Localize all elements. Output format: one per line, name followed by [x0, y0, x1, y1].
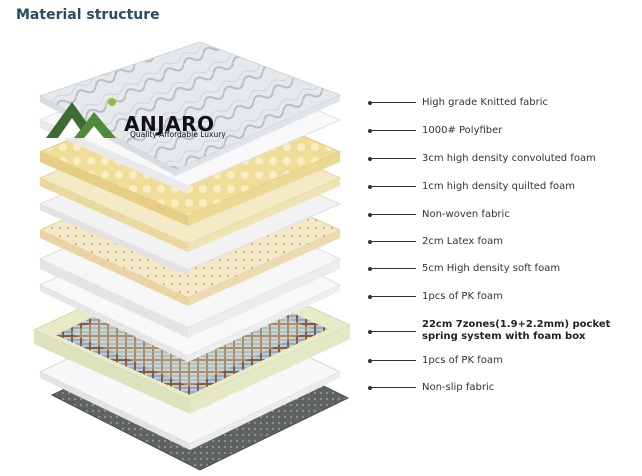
callout-dot: [368, 295, 372, 299]
layer-label: 1pcs of PK foam: [422, 355, 503, 366]
callout-dot: [368, 267, 372, 271]
layer-label: 1cm high density quilted foam: [422, 181, 575, 192]
layer-label: Non-woven fabric: [422, 209, 510, 220]
layer-label: 2cm Latex foam: [422, 236, 503, 247]
callout-pk-foam-bottom: 1pcs of PK foam: [368, 354, 638, 368]
callout-dot: [368, 240, 372, 244]
layer-label: Non-slip fabric: [422, 382, 495, 393]
layer-label: High grade Knitted fabric: [422, 97, 549, 108]
page-title: Material structure: [16, 7, 160, 23]
callout-line: [372, 130, 416, 131]
callout-line: [372, 360, 416, 361]
callout-non-woven-fabric: Non-woven fabric: [368, 208, 638, 222]
callout-knitted-fabric: High grade Knitted fabric: [368, 96, 638, 110]
mountain-logo-icon: [46, 98, 116, 138]
callout-line: [372, 241, 416, 242]
layer-label: 3cm high density convoluted foam: [422, 153, 596, 164]
brand-name: ANJARO: [124, 112, 215, 136]
callout-line: [372, 296, 416, 297]
brand-tagline: Quality Affordable Luxury: [130, 130, 226, 139]
callout-dot: [368, 359, 372, 363]
callout-pocket-spring: 22cm 7zones(1.9+2.2mm) pocket spring sys…: [368, 319, 638, 345]
callout-line: [372, 102, 416, 103]
callout-dot: [368, 185, 372, 189]
layer-label: 1pcs of PK foam: [422, 291, 503, 302]
callout-soft-foam: 5cm High density soft foam: [368, 262, 638, 276]
callout-latex-foam: 2cm Latex foam: [368, 235, 638, 249]
callout-line: [372, 268, 416, 269]
callout-quilted-foam: 1cm high density quilted foam: [368, 180, 638, 194]
callout-line: [372, 387, 416, 388]
brand-logo: ANJARO Quality Affordable Luxury: [44, 96, 234, 140]
callout-dot: [368, 157, 372, 161]
callout-line: [372, 331, 416, 332]
callout-polyfiber: 1000# Polyfiber: [368, 124, 638, 138]
layer-label: 22cm 7zones(1.9+2.2mm) pocket spring sys…: [422, 319, 611, 342]
callout-dot: [368, 213, 372, 217]
callout-convoluted-foam: 3cm high density convoluted foam: [368, 152, 638, 166]
callout-line: [372, 158, 416, 159]
callout-line: [372, 186, 416, 187]
callout-dot: [368, 386, 372, 390]
callout-dot: [368, 330, 372, 334]
layer-label: 5cm High density soft foam: [422, 263, 561, 274]
callout-pk-foam-top: 1pcs of PK foam: [368, 290, 638, 304]
layer-label: 1000# Polyfiber: [422, 125, 503, 136]
callout-dot: [368, 129, 372, 133]
callout-dot: [368, 101, 372, 105]
callout-non-slip-fabric: Non-slip fabric: [368, 381, 638, 395]
callout-line: [372, 214, 416, 215]
